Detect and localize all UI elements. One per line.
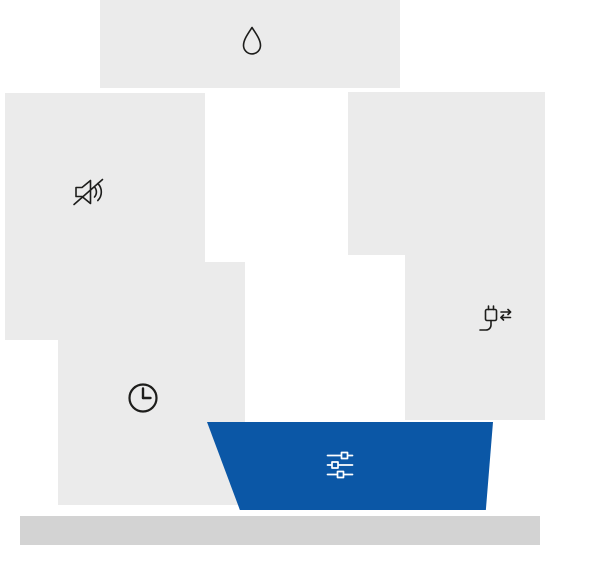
tile-connectivity[interactable] bbox=[405, 92, 545, 420]
clock-icon bbox=[128, 383, 158, 413]
tile-water[interactable] bbox=[100, 0, 400, 88]
muted-speaker-icon bbox=[73, 178, 104, 206]
active-settings-button[interactable] bbox=[207, 422, 493, 510]
tile-time[interactable] bbox=[58, 262, 245, 505]
sliders-icon bbox=[326, 451, 354, 479]
base-bar bbox=[20, 516, 540, 545]
water-drop-icon bbox=[242, 26, 262, 55]
plug-arrows-icon bbox=[479, 305, 512, 331]
